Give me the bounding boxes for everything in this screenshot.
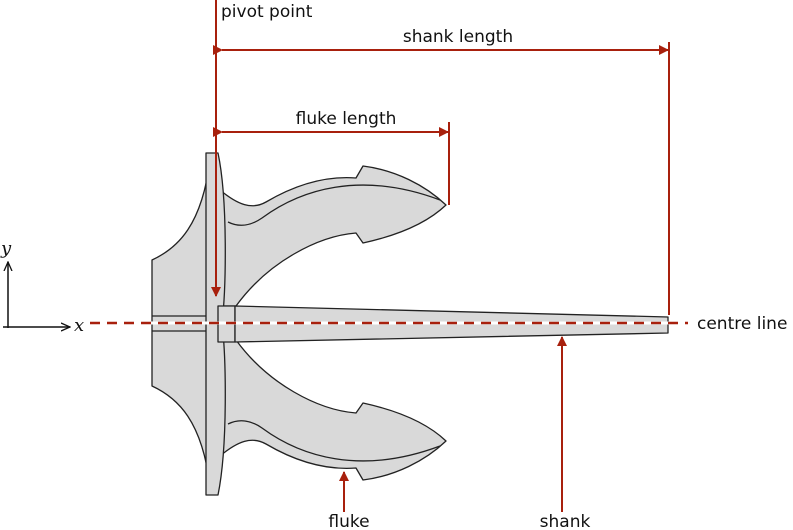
shank-length-label: shank length — [403, 27, 513, 47]
shank-label: shank — [540, 512, 591, 530]
lower-fluke-ridge — [227, 420, 441, 462]
centre-line-label: centre line — [697, 314, 787, 334]
upper-fluke — [219, 165, 447, 307]
pivot-point-label: pivot point — [221, 2, 313, 22]
fluke-length-label: fluke length — [296, 109, 397, 129]
y-axis-label: y — [0, 238, 12, 259]
upper-fluke-ridge — [227, 184, 441, 226]
fluke-label: fluke — [328, 512, 369, 530]
x-axis-label: x — [74, 315, 84, 336]
lower-fluke — [219, 339, 447, 481]
